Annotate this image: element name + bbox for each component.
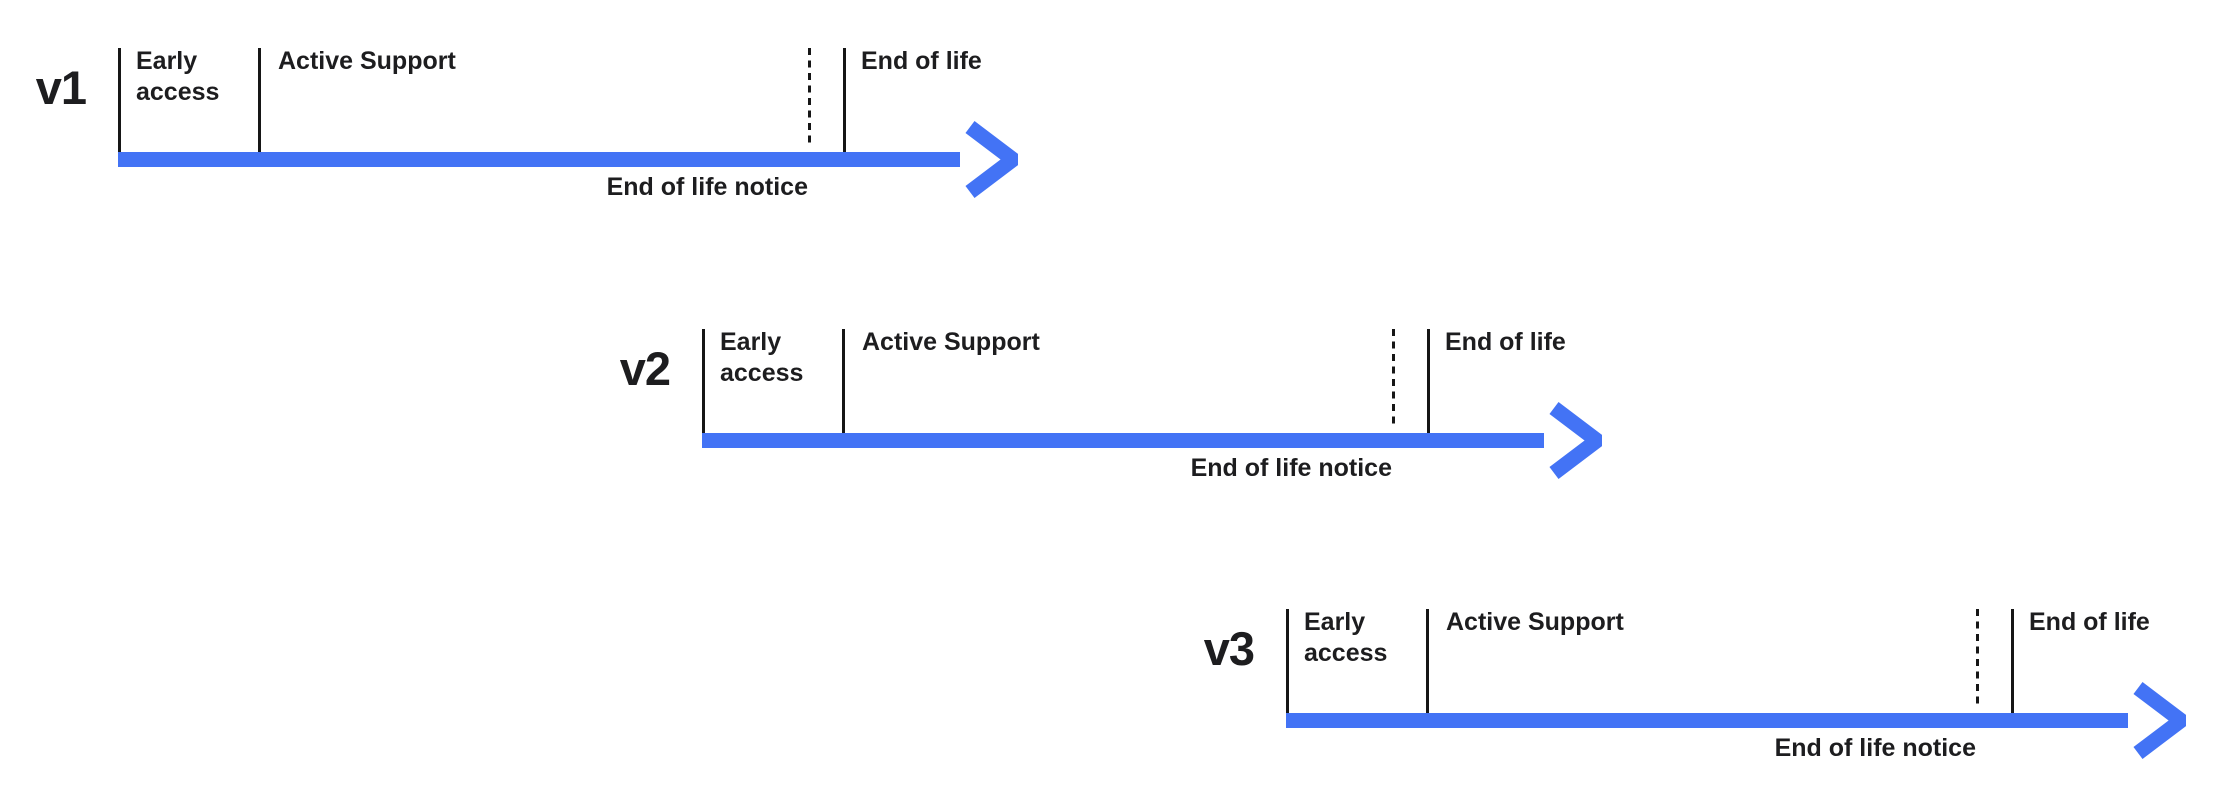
version-label: v2 bbox=[619, 342, 671, 395]
version-label: v3 bbox=[1203, 622, 1255, 675]
eol-notice-dashed-tick bbox=[808, 48, 811, 148]
end-of-life-notice-label: End of life notice bbox=[1774, 734, 1976, 762]
timeline-row-v2: v2 Early access Active Support End of li… bbox=[620, 328, 1612, 494]
right-arrow-icon bbox=[118, 121, 1018, 198]
early-access-start-tick bbox=[118, 48, 121, 152]
early-access-label: Early access bbox=[136, 47, 220, 106]
end-of-life-label: End of life bbox=[861, 47, 982, 75]
active-support-start-tick bbox=[842, 329, 845, 433]
active-support-start-tick bbox=[1426, 609, 1429, 713]
right-arrow-icon bbox=[702, 402, 1602, 479]
end-of-life-tick bbox=[1427, 329, 1430, 433]
end-of-life-label: End of life bbox=[1445, 328, 1566, 356]
early-access-label: Early access bbox=[1304, 608, 1388, 667]
right-arrow-icon bbox=[1286, 682, 2186, 759]
end-of-life-label: End of life bbox=[2029, 608, 2150, 636]
active-support-label: Active Support bbox=[1446, 608, 1624, 636]
end-of-life-tick bbox=[843, 48, 846, 152]
end-of-life-notice-label: End of life notice bbox=[606, 173, 808, 201]
timeline-row-v1: v1 Early access Active Support End of li… bbox=[36, 47, 1028, 213]
early-access-label: Early access bbox=[720, 328, 804, 387]
active-support-label: Active Support bbox=[862, 328, 1040, 356]
early-access-start-tick bbox=[1286, 609, 1289, 713]
eol-notice-dashed-tick bbox=[1392, 329, 1395, 429]
end-of-life-notice-label: End of life notice bbox=[1190, 454, 1392, 482]
timeline-row-v3: v3 Early access Active Support End of li… bbox=[1204, 608, 2196, 774]
active-support-start-tick bbox=[258, 48, 261, 152]
end-of-life-tick bbox=[2011, 609, 2014, 713]
version-label: v1 bbox=[35, 61, 87, 114]
early-access-start-tick bbox=[702, 329, 705, 433]
eol-notice-dashed-tick bbox=[1976, 609, 1979, 709]
active-support-label: Active Support bbox=[278, 47, 456, 75]
